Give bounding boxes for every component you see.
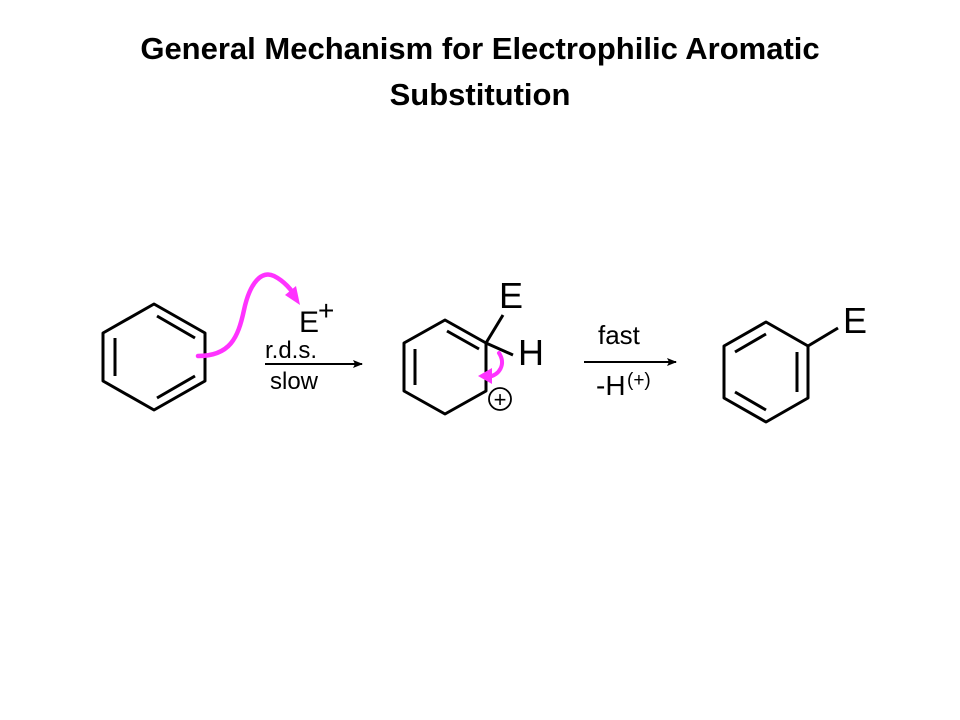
carbocation-charge: + (494, 387, 507, 412)
product-ring (722, 320, 810, 424)
proton-charge: (+) (627, 370, 651, 391)
carbocation-charge-circle (488, 387, 512, 411)
title-line-1: General Mechanism for Electrophilic Arom… (140, 31, 820, 66)
step1-condition-above: r.d.s. (265, 337, 317, 364)
double-bond (156, 374, 196, 400)
bond-to-H (485, 341, 514, 357)
bond-to-E (807, 326, 839, 348)
step2-condition-above: fast (598, 320, 641, 350)
curved-arrow-deprotonation (478, 351, 504, 384)
electrophile-label: E (299, 306, 319, 339)
curved-arrow-head (478, 368, 492, 384)
step1-condition-below: slow (270, 368, 319, 395)
arenium-intermediate (402, 314, 514, 416)
step2-condition-below: -H (596, 370, 626, 401)
intermediate-E-label: E (499, 275, 523, 316)
benzene-ring (101, 302, 207, 412)
double-bond (734, 390, 767, 412)
title-line-2: Substitution (389, 77, 571, 112)
curved-arrow-head (285, 286, 300, 305)
curved-arrow-path (195, 272, 299, 359)
double-bond (734, 332, 767, 354)
double-bond (156, 314, 196, 340)
intermediate-ring (402, 318, 488, 416)
page-title: General Mechanism for Electrophilic Arom… (40, 26, 920, 118)
electrophile-charge: + (318, 295, 334, 326)
curved-arrow-attack (195, 272, 300, 359)
benzene-reactant (101, 302, 207, 412)
double-bond (446, 329, 480, 351)
product-E-label: E (843, 300, 867, 341)
product-benzene (722, 320, 839, 424)
bond-to-E (484, 314, 505, 344)
intermediate-H-label: H (518, 332, 544, 373)
